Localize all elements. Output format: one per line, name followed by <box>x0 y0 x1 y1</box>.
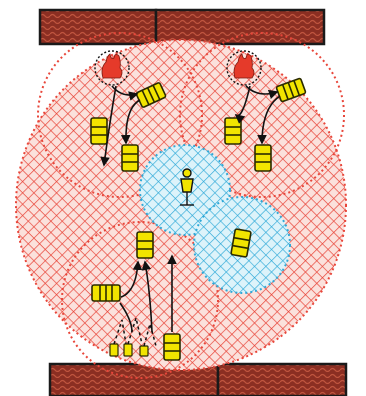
robot-g <box>137 232 153 258</box>
robot-f <box>255 145 271 171</box>
top-wall-left <box>40 10 156 44</box>
robot-e <box>225 118 241 144</box>
top-wall-right <box>156 10 324 44</box>
robot-c <box>122 145 138 171</box>
robot-i <box>92 285 120 301</box>
robot-h <box>231 229 251 257</box>
robot-b <box>91 118 107 144</box>
robot-j <box>164 334 180 360</box>
bottom-wall-right <box>218 364 346 396</box>
small-items <box>110 344 148 356</box>
